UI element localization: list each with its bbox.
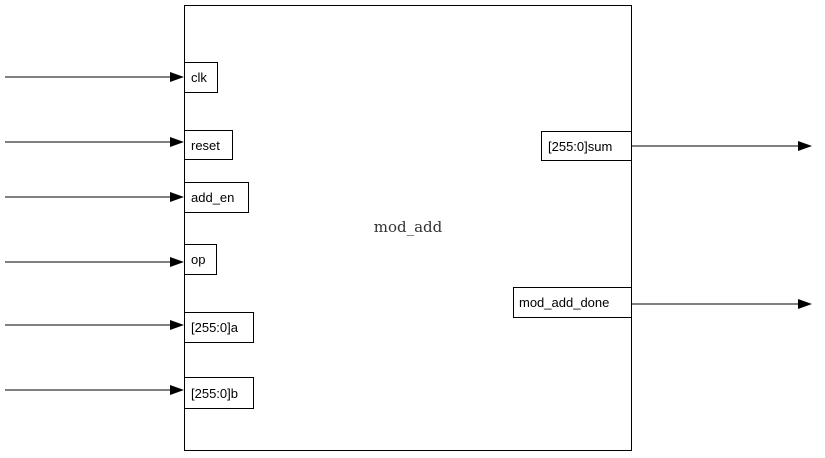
port-box <box>513 287 632 318</box>
input-arrow-icon <box>170 257 184 267</box>
input-port-op: op <box>5 244 217 275</box>
port-label: reset <box>191 138 220 153</box>
port-label: add_en <box>191 190 234 205</box>
input-arrow-icon <box>170 137 184 147</box>
port-box <box>184 377 254 409</box>
port-box <box>541 131 632 161</box>
output-port-mod-add-done: mod_add_done <box>513 287 812 318</box>
input-port-reset: reset <box>5 130 233 160</box>
output-arrow-icon <box>798 141 812 151</box>
input-arrow-icon <box>170 72 184 82</box>
module-box <box>184 5 632 451</box>
port-box <box>184 62 218 93</box>
output-arrow-icon <box>798 299 812 309</box>
port-label: clk <box>191 70 207 85</box>
input-port-a: [255:0]a <box>5 312 254 343</box>
port-label: [255:0]b <box>191 386 238 401</box>
port-label: op <box>191 252 205 267</box>
input-port-add-en: add_en <box>5 182 249 213</box>
port-box <box>184 182 249 213</box>
port-label: mod_add_done <box>519 295 609 310</box>
port-box <box>184 130 233 160</box>
port-box <box>184 312 254 343</box>
port-box <box>184 244 217 275</box>
input-arrow-icon <box>170 320 184 330</box>
port-label: [255:0]sum <box>548 139 612 154</box>
output-port-sum: [255:0]sum <box>541 131 812 161</box>
port-label: [255:0]a <box>191 320 239 335</box>
input-arrow-icon <box>170 385 184 395</box>
input-arrow-icon <box>170 192 184 202</box>
input-port-b: [255:0]b <box>5 377 254 409</box>
input-port-clk: clk <box>5 62 218 93</box>
module-name: mod_add <box>374 218 443 236</box>
